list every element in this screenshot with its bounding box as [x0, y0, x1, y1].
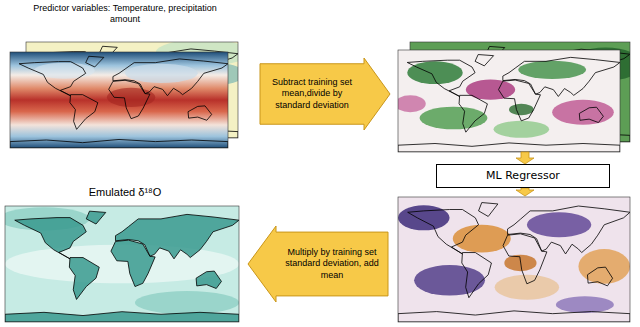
node-text: Multiply by training set standard deviat…: [281, 247, 383, 281]
denormalise-arrow: Multiply by training set standard deviat…: [248, 226, 388, 302]
node-text: ML Regressor: [486, 169, 560, 183]
node-text: Subtract training set mean,divide by sta…: [265, 77, 359, 111]
normalise-arrow: Subtract training set mean,divide by sta…: [260, 58, 390, 130]
node-text: Predictor variables: Temperature, precip…: [25, 3, 225, 26]
text-holder: Multiply by training set standard deviat…: [281, 247, 383, 281]
text-holder: Emulated δ¹⁸O: [40, 186, 210, 200]
node-text: Emulated δ¹⁸O: [40, 186, 210, 200]
text-holder: Subtract training set mean,divide by sta…: [265, 77, 359, 111]
block-arrow-outline: [260, 58, 390, 130]
text-holder: ML Regressor: [486, 169, 560, 183]
block-arrow-outline: [248, 226, 388, 302]
process-box: ML Regressor: [436, 164, 610, 188]
arrow-body: Subtract training set mean,divide by sta…: [260, 58, 364, 130]
text-holder: Predictor variables: Temperature, precip…: [25, 3, 225, 26]
input-heading: Predictor variables: Temperature, precip…: [25, 3, 225, 26]
arrow-body: Multiply by training set standard deviat…: [276, 226, 388, 302]
output-heading: Emulated δ¹⁸O: [40, 186, 210, 200]
